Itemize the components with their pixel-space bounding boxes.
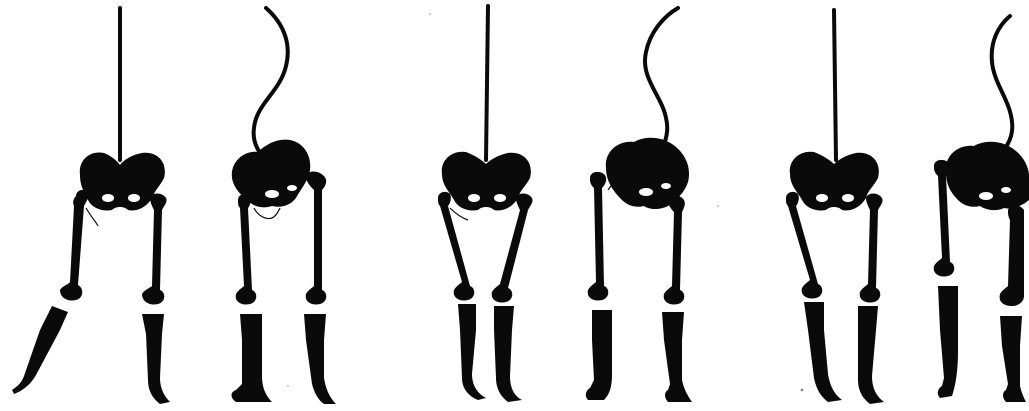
figure-5-front [786,10,884,404]
tibia-back [662,312,692,402]
figure-2-side [232,8,337,404]
left-tibia [804,302,842,402]
femur [588,172,609,301]
right-femur [142,194,167,305]
right-tibia [858,306,884,404]
spine-line [486,6,488,160]
right-tibia [142,314,170,404]
femur-back [664,196,685,305]
right-femur [860,194,883,303]
tibia-back [1000,316,1026,402]
tibia [938,286,958,398]
figure-6-side [934,16,1029,402]
paper-speck [717,205,719,207]
tibia-back [304,314,336,404]
paper-speck [287,385,288,386]
tibia [232,314,273,402]
pelvis [946,142,1029,210]
left-femur [60,190,89,301]
left-tibia [12,306,68,394]
spine-curve [645,8,678,160]
femur-back [306,172,327,305]
spine-curve [254,8,288,160]
femur-back [1000,206,1024,307]
figure-4-side [586,8,692,402]
spine-line [834,10,836,160]
left-tibia [458,304,486,400]
figure-3-front [438,6,533,402]
paper-speck [429,13,431,15]
figure-1-front [12,8,170,404]
right-tibia [494,306,522,402]
femur [236,194,257,305]
tibia [586,310,612,400]
paper-speck [801,389,804,392]
spine-curve [992,16,1013,160]
